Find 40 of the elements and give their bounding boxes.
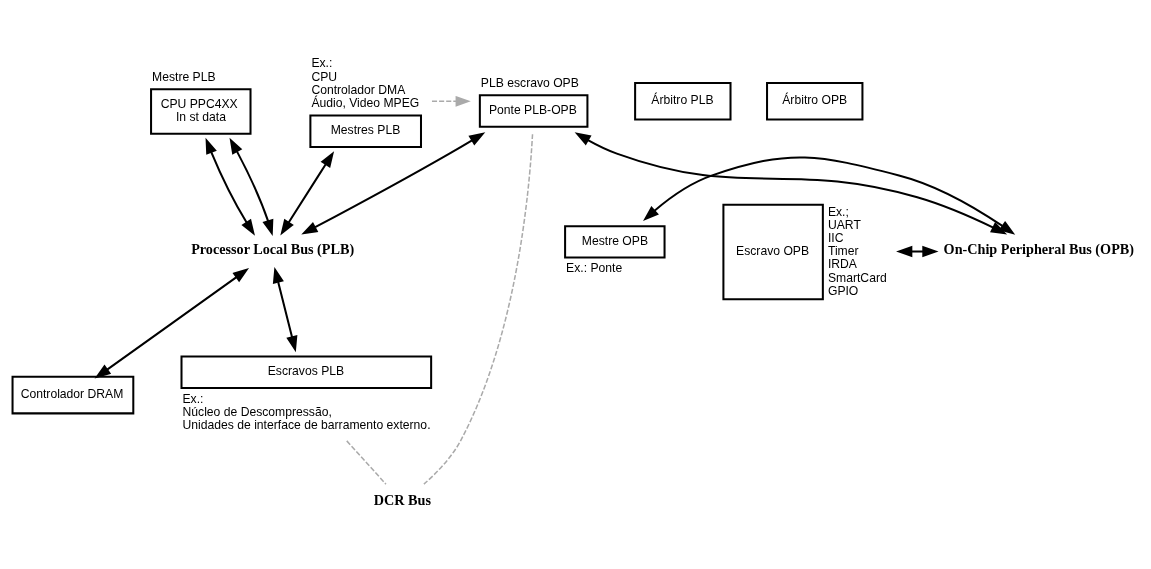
arrow xyxy=(229,137,274,236)
node-label: Ex.; xyxy=(827,204,849,219)
connector xyxy=(346,439,387,485)
arrow xyxy=(272,266,298,352)
connector xyxy=(423,132,534,485)
arrow xyxy=(205,137,255,236)
arrow xyxy=(301,131,486,235)
arrow xyxy=(94,267,250,379)
arrow xyxy=(280,150,335,236)
node-label: UART xyxy=(827,217,861,232)
node-label: Núcleo de Descompressão, xyxy=(182,404,332,419)
node-box: Árbitro OPB xyxy=(766,81,864,121)
node-label: SmartCard xyxy=(827,270,887,285)
node-label: CPU xyxy=(311,69,338,84)
node-box: CPU PPC4XX In st data xyxy=(150,87,252,135)
node-box: Escravos PLB xyxy=(180,355,433,389)
node-box: Mestres PLB xyxy=(309,114,422,148)
node-box: Árbitro PLB xyxy=(634,81,732,121)
node-label: Unidades de interface de barramento externo. xyxy=(182,417,431,432)
node-label: Ex.: xyxy=(311,55,333,70)
arrow xyxy=(896,245,939,257)
node-label: Timer xyxy=(827,243,859,258)
node-label: PLB escravo OPB xyxy=(480,75,579,90)
node-text: Processor Local Bus (PLB) xyxy=(191,240,355,257)
node-box: Mestre OPB xyxy=(564,224,666,259)
node-label: Áudio, Video MPEG xyxy=(311,95,420,110)
node-label: GPIO xyxy=(827,283,859,298)
arrow xyxy=(431,95,471,107)
arrow xyxy=(574,131,1008,234)
arrow xyxy=(643,156,1016,235)
node-label: IRDA xyxy=(827,256,857,271)
node-label: Ex.: Ponte xyxy=(566,260,623,275)
node-box: Ponte PLB-OPB xyxy=(478,93,589,128)
node-label: IIC xyxy=(827,230,844,245)
node-label: Ex.: xyxy=(182,391,204,406)
node-box: Controlador DRAM xyxy=(11,375,135,414)
node-text: DCR Bus xyxy=(373,491,431,508)
node-box: Escravo OPB xyxy=(722,203,824,300)
node-text: On-Chip Peripheral Bus (OPB) xyxy=(943,240,1134,257)
node-label: Mestre PLB xyxy=(152,69,216,84)
